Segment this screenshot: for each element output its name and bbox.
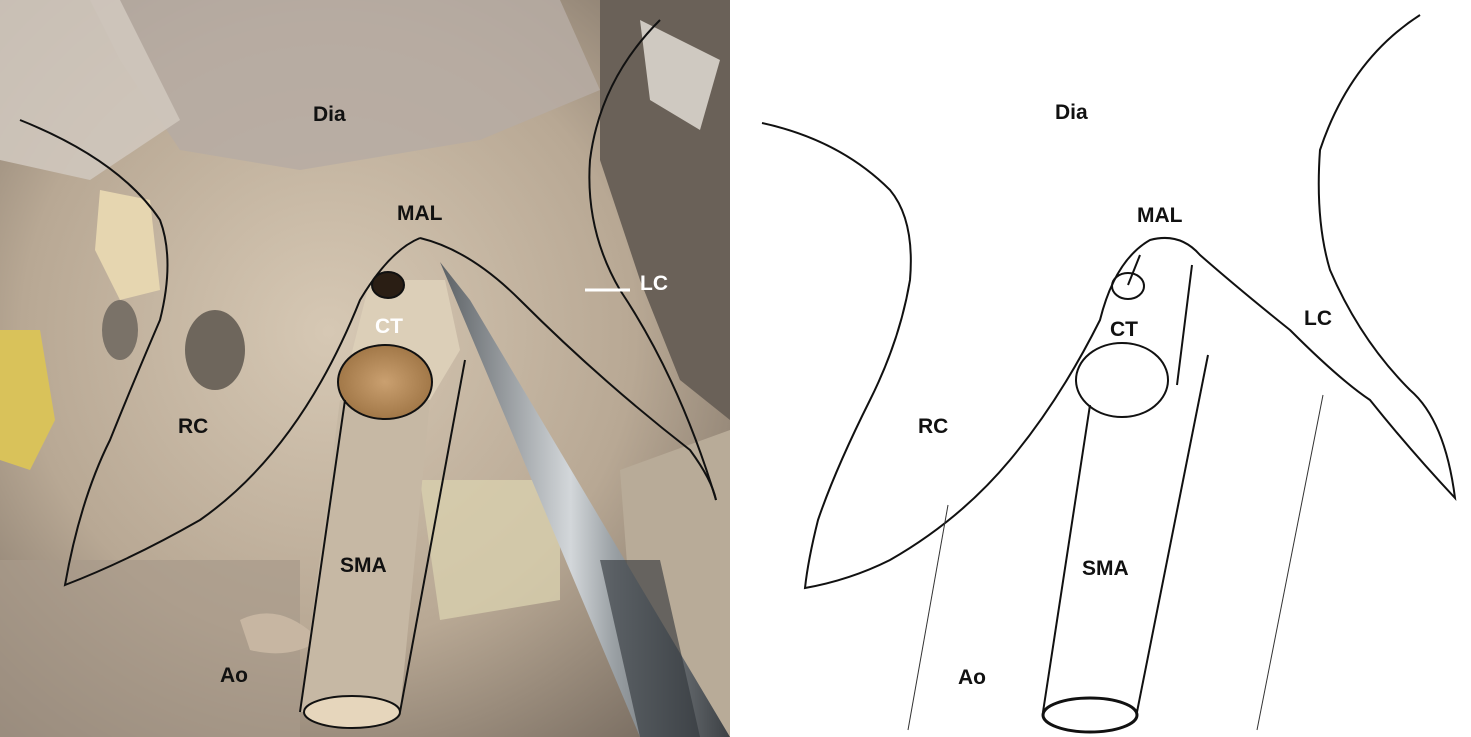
- label-ao: Ao: [220, 664, 248, 687]
- ct-lumen: [337, 344, 433, 420]
- label-sma: SMA: [1082, 557, 1129, 580]
- schematic-diagram: Dia MAL LC CT RC SMA Ao: [761, 14, 1457, 734]
- aorta-right-wall: [1256, 394, 1324, 731]
- aorta-left-wall: [907, 504, 949, 731]
- tissue-upper-left: [0, 0, 180, 180]
- ct-top-line: [1127, 254, 1141, 286]
- label-ct: CT: [1110, 318, 1138, 341]
- mal-arch-outline: [419, 237, 717, 501]
- dissection-photo-panel: Dia MAL LC CT RC SMA Ao: [0, 0, 730, 737]
- fat-upper-left: [95, 190, 160, 300]
- schematic-diagram-panel: Dia MAL LC CT RC SMA Ao: [730, 0, 1471, 737]
- tissue-lower-middle: [420, 480, 560, 620]
- label-dia: Dia: [313, 103, 346, 126]
- label-ao: Ao: [958, 666, 986, 689]
- sma-end-orifice: [303, 695, 401, 729]
- label-ct: CT: [375, 315, 403, 338]
- label-rc: RC: [178, 415, 208, 438]
- label-rc: RC: [918, 415, 948, 438]
- label-sma: SMA: [340, 554, 387, 577]
- lc-crus-outline: [588, 19, 717, 501]
- dissection-photo: Dia MAL LC CT RC SMA Ao: [0, 0, 730, 737]
- ct-small-orifice: [1111, 272, 1145, 300]
- tissue-lower-left: [0, 560, 300, 737]
- sma-vessel-body: [300, 400, 430, 712]
- fat-left: [0, 330, 55, 470]
- ct-small-orifice: [371, 271, 405, 299]
- nodule: [185, 310, 245, 390]
- diaphragm-tissue: [90, 0, 600, 170]
- sma-left-wall: [299, 399, 346, 713]
- sma-right-wall: [1136, 354, 1209, 713]
- ct-right-wall: [1176, 264, 1193, 386]
- forceps-shadow: [600, 560, 700, 737]
- tissue-highlight-right: [640, 20, 720, 130]
- crura-outline: [761, 14, 1457, 590]
- sma-end-orifice: [1041, 696, 1139, 734]
- rc-crus-outline: [19, 119, 421, 587]
- label-dia: Dia: [1055, 101, 1088, 124]
- ct-lumen: [1075, 342, 1169, 418]
- vessel-loop: [240, 613, 320, 654]
- nodule: [102, 300, 138, 360]
- label-lc: LC: [1304, 307, 1332, 330]
- label-lc: LC: [640, 272, 668, 295]
- sma-left-wall: [1042, 404, 1091, 713]
- label-mal: MAL: [397, 202, 443, 225]
- sma-right-wall: [399, 359, 466, 713]
- label-mal: MAL: [1137, 204, 1183, 227]
